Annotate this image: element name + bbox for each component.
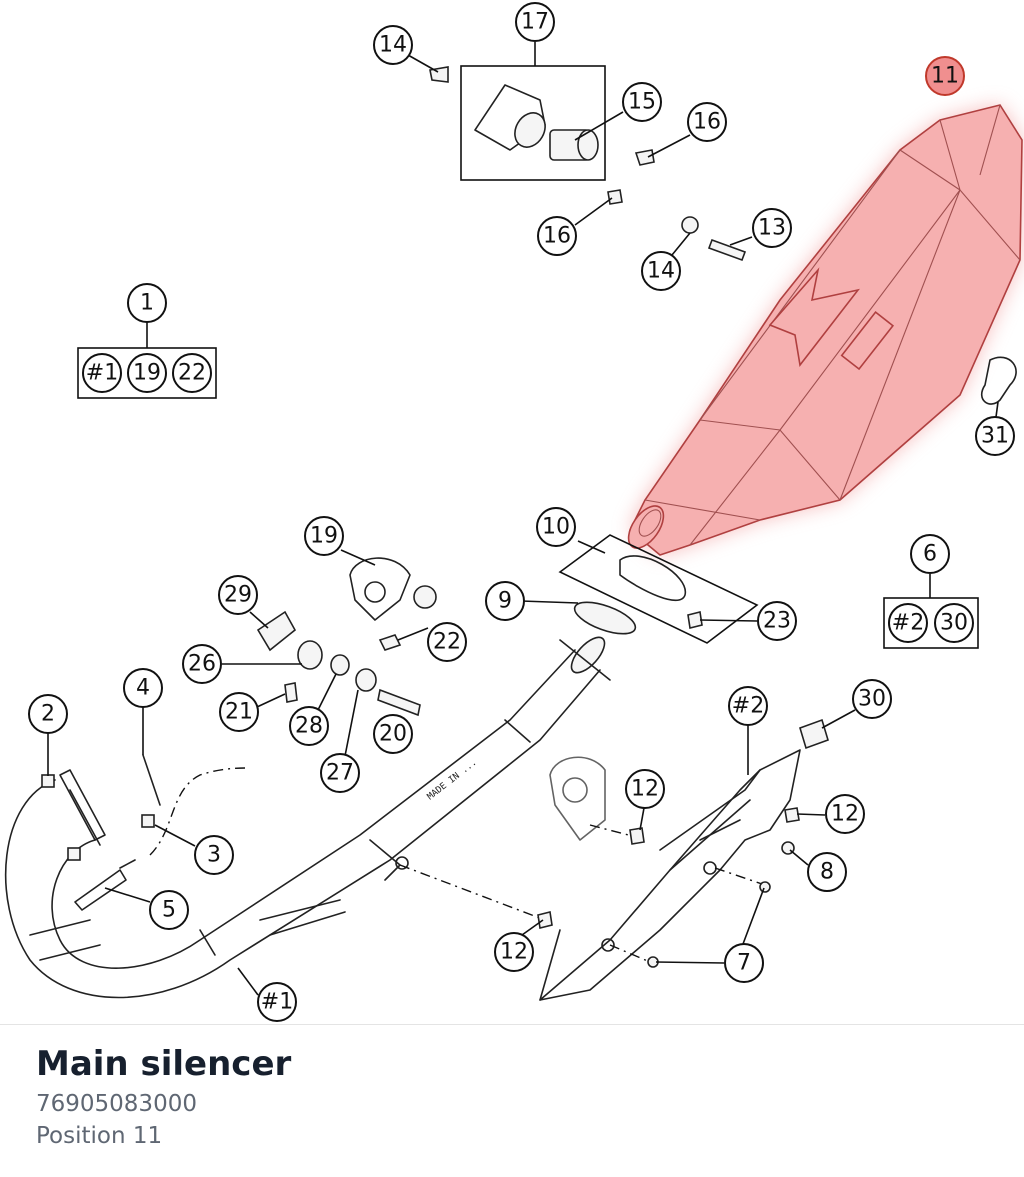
svg-text:19: 19 <box>310 524 338 549</box>
callout-13[interactable]: 13 <box>752 208 792 248</box>
callout-12-c[interactable]: 12 <box>494 932 534 972</box>
exhaust-flange[interactable] <box>41 769 106 861</box>
svg-text:1: 1 <box>140 291 154 316</box>
part-position: Position 11 <box>36 1123 163 1149</box>
sensor-clip[interactable] <box>141 814 155 828</box>
callout-6[interactable]: 6 <box>910 534 950 574</box>
callout-22[interactable]: 22 <box>427 622 467 662</box>
callout-ref-2[interactable]: #2 <box>728 686 768 726</box>
callout-21[interactable]: 21 <box>219 692 259 732</box>
callout-16-b[interactable]: 16 <box>537 216 577 256</box>
svg-text:26: 26 <box>188 652 216 677</box>
svg-text:21: 21 <box>225 700 253 725</box>
callout-10[interactable]: 10 <box>536 507 576 547</box>
callout-26[interactable]: 26 <box>182 644 222 684</box>
svg-text:6: 6 <box>923 542 937 567</box>
callout-19[interactable]: 19 <box>304 516 344 556</box>
callout-8[interactable]: 8 <box>807 852 847 892</box>
exploded-parts-diagram: MADE IN ... <box>4 2 1023 1022</box>
main-silencer[interactable] <box>622 104 1023 556</box>
mount-line <box>399 864 546 921</box>
callout-7[interactable]: 7 <box>724 943 764 983</box>
callout-11[interactable]: 11 <box>925 56 965 96</box>
callout-31[interactable]: 31 <box>975 416 1015 456</box>
panel-divider <box>0 1024 1024 1025</box>
svg-text:28: 28 <box>295 714 323 739</box>
flap-actuator-parts[interactable] <box>256 557 437 717</box>
svg-text:23: 23 <box>763 609 791 634</box>
callout-1[interactable]: 1 <box>127 283 167 323</box>
svg-text:29: 29 <box>224 583 252 608</box>
bracket-line <box>589 824 641 839</box>
group-1-members: #1 19 22 <box>82 353 212 393</box>
callout-14-a[interactable]: 14 <box>373 25 413 65</box>
leader-lines <box>47 42 999 996</box>
svg-text:11: 11 <box>931 64 959 89</box>
svg-text:#2: #2 <box>892 611 924 636</box>
callout-27[interactable]: 27 <box>320 753 360 793</box>
svg-text:2: 2 <box>41 702 55 727</box>
svg-text:30: 30 <box>940 611 968 636</box>
svg-text:5: 5 <box>162 898 176 923</box>
lambda-sensor[interactable] <box>74 859 136 911</box>
bolt-line-b <box>609 944 651 963</box>
rear-muffler[interactable] <box>539 749 801 1001</box>
svg-text:12: 12 <box>631 777 659 802</box>
sensor-wire-path <box>149 767 246 856</box>
callout-16-a[interactable]: 16 <box>687 102 727 142</box>
part-title: Main silencer <box>36 1044 292 1084</box>
svg-text:16: 16 <box>693 110 721 135</box>
gasket-ring[interactable] <box>571 596 639 640</box>
part-number: 76905083000 <box>36 1091 197 1117</box>
callout-12-b[interactable]: 12 <box>825 794 865 834</box>
svg-text:7: 7 <box>737 951 751 976</box>
svg-text:3: 3 <box>207 843 221 868</box>
cable-tie[interactable] <box>142 754 161 806</box>
callout-15[interactable]: 15 <box>622 82 662 122</box>
svg-text:8: 8 <box>820 860 834 885</box>
part-info-panel: Main silencer 76905083000 Position 11 <box>36 1040 996 1152</box>
callout-17[interactable]: 17 <box>515 2 555 42</box>
svg-text:12: 12 <box>500 940 528 965</box>
svg-text:17: 17 <box>521 10 549 35</box>
group-6-members: #2 30 <box>888 603 974 643</box>
svg-text:19: 19 <box>133 361 161 386</box>
callout-4[interactable]: 4 <box>123 668 163 708</box>
svg-text:31: 31 <box>981 424 1009 449</box>
callout-30[interactable]: 30 <box>852 679 892 719</box>
callout-3[interactable]: 3 <box>194 835 234 875</box>
svg-text:14: 14 <box>647 259 675 284</box>
svg-text:22: 22 <box>178 361 206 386</box>
callout-9[interactable]: 9 <box>485 581 525 621</box>
callout-12-a[interactable]: 12 <box>625 769 665 809</box>
svg-text:30: 30 <box>858 687 886 712</box>
callout-14-b[interactable]: 14 <box>641 251 681 291</box>
callout-5[interactable]: 5 <box>149 890 189 930</box>
svg-text:13: 13 <box>758 216 786 241</box>
exhaust-bracket[interactable] <box>549 756 606 841</box>
svg-text:20: 20 <box>379 722 407 747</box>
callout-29[interactable]: 29 <box>218 575 258 615</box>
callout-2[interactable]: 2 <box>28 694 68 734</box>
svg-text:10: 10 <box>542 515 570 540</box>
group-6-box <box>883 597 979 649</box>
svg-text:14: 14 <box>379 33 407 58</box>
bolt-line-a <box>714 867 766 886</box>
callout-ref-1[interactable]: #1 <box>257 982 297 1022</box>
svg-text:#1: #1 <box>261 990 293 1015</box>
svg-text:12: 12 <box>831 802 859 827</box>
callout-20[interactable]: 20 <box>373 714 413 754</box>
svg-text:27: 27 <box>326 761 354 786</box>
flange-kit[interactable] <box>474 84 599 161</box>
svg-text:16: 16 <box>543 224 571 249</box>
callout-23[interactable]: 23 <box>757 601 797 641</box>
svg-text:#1: #1 <box>86 361 118 386</box>
callout-28[interactable]: 28 <box>289 706 329 746</box>
svg-text:9: 9 <box>498 589 512 614</box>
svg-text:22: 22 <box>433 630 461 655</box>
svg-text:4: 4 <box>136 676 150 701</box>
svg-text:15: 15 <box>628 90 656 115</box>
svg-text:#2: #2 <box>732 694 764 719</box>
